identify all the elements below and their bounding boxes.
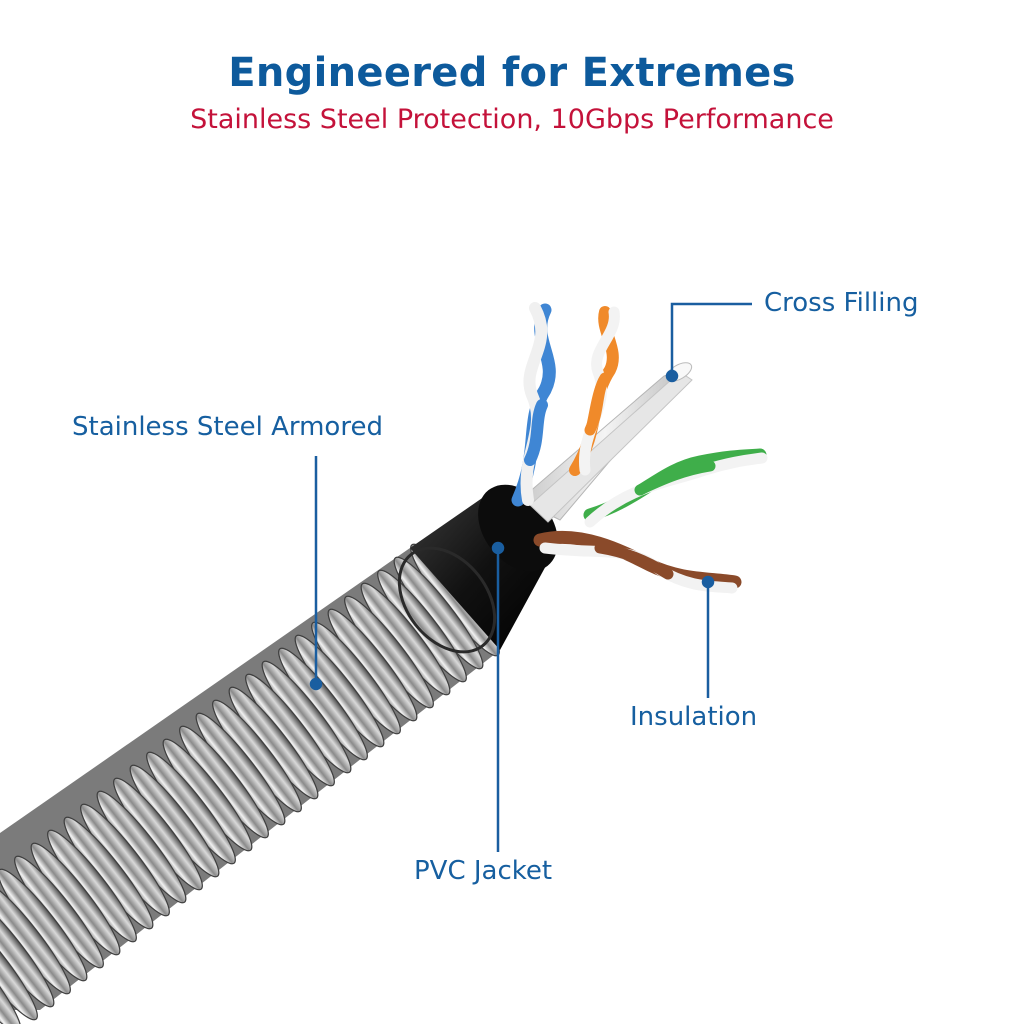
page-subtitle: Stainless Steel Protection, 10Gbps Perfo… (190, 104, 834, 135)
callout-leader-armor (309, 456, 323, 691)
label-stainless-steel-armored: Stainless Steel Armored (72, 412, 383, 442)
green-wire-pair (583, 448, 768, 528)
page-title: Engineered for Extremes (228, 50, 796, 96)
label-cross-filling: Cross Filling (764, 288, 919, 318)
armor-rib (0, 894, 55, 1008)
label-pvc-jacket: PVC Jacket (414, 856, 553, 886)
armor-rib (0, 907, 38, 1021)
label-insulation: Insulation (630, 702, 758, 732)
blue-wire-pair (511, 302, 556, 507)
cross-filling-spline (519, 362, 693, 523)
callout-leader-cross-filling (665, 302, 752, 383)
stainless-steel-armor (0, 543, 500, 1024)
orange-wire-pair (569, 306, 620, 476)
callout-leader-insulation (701, 575, 715, 698)
callout-leader-pvc-jacket (491, 541, 505, 852)
